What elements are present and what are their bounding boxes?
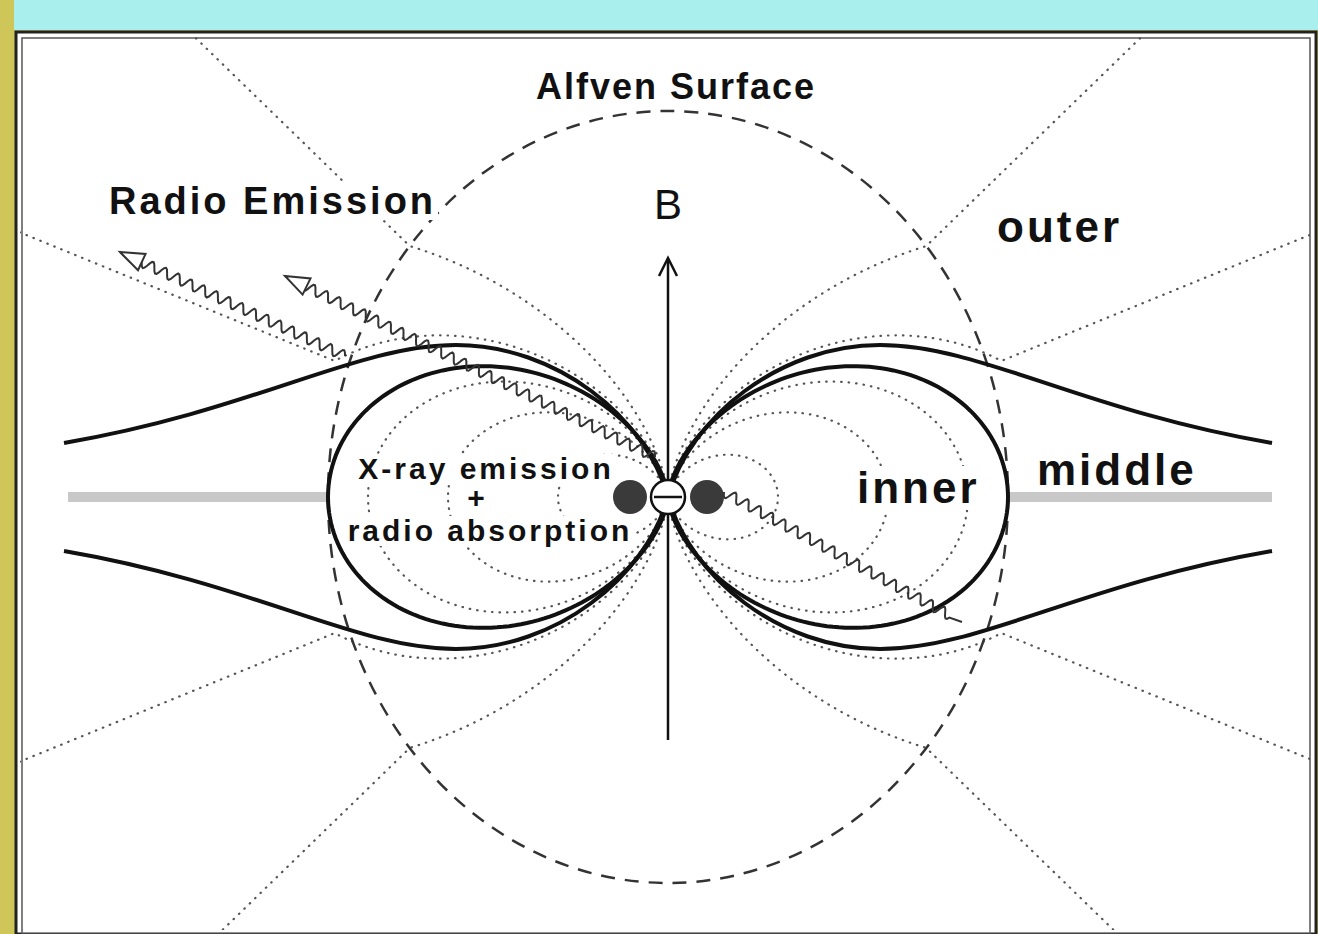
region-label: middle	[1035, 448, 1199, 492]
field-line	[368, 382, 668, 613]
process-label: radio absorption	[346, 516, 635, 546]
closed-field-boundary	[668, 366, 1008, 628]
radio-wave	[724, 492, 962, 622]
open-field-boundary	[64, 345, 668, 497]
emission-label: Radio Emission	[107, 182, 438, 220]
field-label: B	[652, 184, 684, 226]
radio-wave	[285, 276, 655, 457]
top-bar	[14, 0, 1318, 30]
radio-waves	[120, 252, 962, 622]
closed-field-boundary	[328, 366, 668, 628]
equatorial-disk	[68, 492, 330, 502]
panel	[16, 32, 1316, 934]
field-line	[20, 81, 668, 497]
surface-label: Alfven Surface	[534, 69, 818, 105]
panel-inner-border	[22, 38, 1310, 934]
region-label: outer	[995, 205, 1124, 249]
field-line	[448, 412, 668, 581]
companion-star	[613, 480, 647, 514]
central-star	[651, 480, 685, 514]
region-label: inner	[855, 466, 982, 510]
companion-star	[690, 480, 724, 514]
star-symbol	[654, 496, 682, 499]
wave-arrowhead	[120, 252, 146, 270]
equatorial-disk	[1008, 492, 1272, 502]
open-field-boundary	[668, 497, 1272, 649]
radio-wave	[120, 252, 345, 356]
field-line	[20, 497, 668, 913]
field-arrowhead	[659, 258, 677, 276]
alfven-surface	[328, 111, 1008, 883]
process-label: +	[465, 483, 487, 513]
field-lines	[20, 36, 1310, 930]
wave-arrowhead	[285, 276, 311, 295]
field-line	[20, 36, 668, 497]
field-line	[20, 497, 668, 930]
field-line	[668, 36, 1310, 497]
process-label: X-ray emission	[356, 454, 615, 484]
open-field-boundary	[64, 497, 668, 649]
